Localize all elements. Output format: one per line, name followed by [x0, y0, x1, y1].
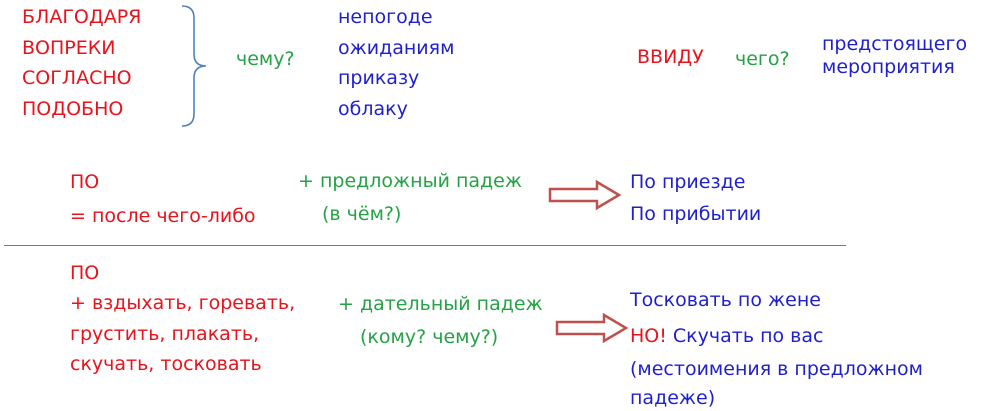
preposition-soglasno: СОГЛАСНО [22, 67, 132, 89]
vvidu-example-line-2: мероприятия [822, 56, 955, 78]
po-meaning: = после чего-либо [70, 205, 256, 227]
arrow-right-icon-2 [555, 312, 629, 344]
example-oblaku: облаку [338, 97, 408, 120]
prepositional-case-question: (в чём?) [322, 203, 402, 225]
dative-case-label: + дательный падеж [338, 293, 543, 315]
prepositional-case-label: + предложный падеж [298, 170, 522, 192]
po-dative-verb-list: + вздыхать, горевать, грустить, плакать,… [70, 288, 295, 380]
exception-label: НО! [630, 325, 667, 347]
example-po-pribytii: По прибытии [630, 203, 762, 225]
example-toskovat: Тосковать по жене [630, 289, 821, 311]
dative-case-question: (кому? чему?) [360, 326, 499, 348]
po-prepositional-label: ПО [70, 171, 100, 193]
verbs-line-2: грустить, плакать, [70, 322, 260, 345]
verbs-line-1: + вздыхать, горевать, [70, 292, 296, 314]
example-prikazu: приказу [338, 67, 420, 89]
vvidu-example: предстоящего мероприятия [822, 33, 967, 79]
curly-brace [181, 5, 207, 127]
exception-line: НО! Скучать по вас [630, 325, 823, 348]
example-po-priezde: По приезде [630, 171, 746, 193]
question-genitive: чего? [735, 48, 790, 70]
preposition-podobno: ПОДОБНО [22, 97, 124, 120]
verbs-line-3: скучать, тосковать [70, 353, 262, 375]
dative-example-list: непогоде ожиданиям приказу облаку [338, 2, 454, 124]
exception-example: Скучать по вас [672, 325, 824, 347]
dative-preposition-list: БЛАГОДАРЯ ВОПРЕКИ СОГЛАСНО ПОДОБНО [22, 2, 141, 124]
example-nepogode: непогоде [338, 6, 433, 28]
preposition-vopreki: ВОПРЕКИ [22, 36, 116, 59]
po-dative-label: ПО [70, 262, 100, 284]
exception-note-line-2: падеже) [630, 387, 716, 409]
preposition-blagodarya: БЛАГОДАРЯ [22, 6, 142, 28]
question-dative: чему? [236, 48, 295, 70]
exception-note-line-1: (местоимения в предложном [630, 358, 923, 380]
preposition-vvidu: ВВИДУ [637, 46, 704, 68]
example-ozhidaniyam: ожиданиям [338, 36, 455, 59]
section-divider [4, 245, 846, 246]
arrow-right-icon [548, 179, 622, 211]
vvidu-example-line-1: предстоящего [822, 33, 968, 55]
